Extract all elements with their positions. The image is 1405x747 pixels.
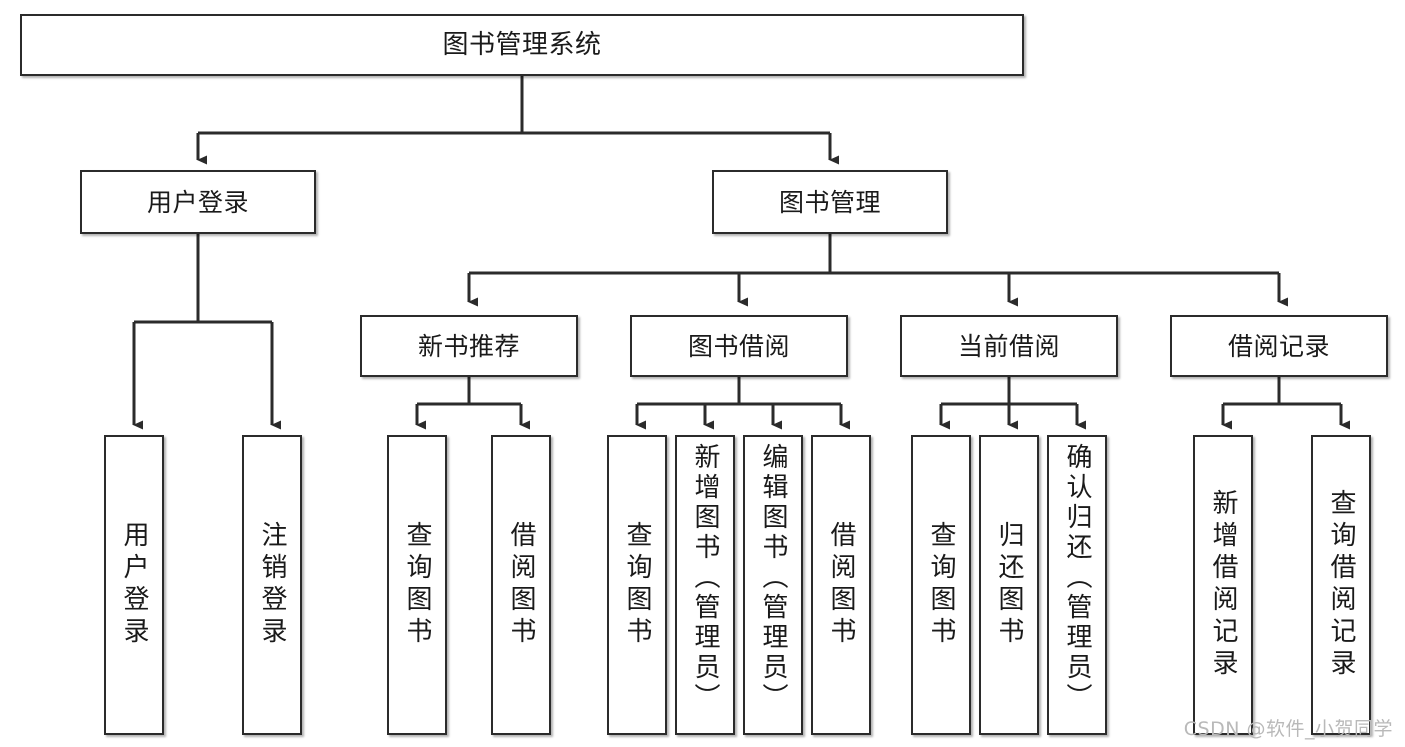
node-label: 图书借阅 [687,331,790,361]
node-root-system[interactable]: 图书管理系统 [20,14,1024,76]
leaf-query-book-3[interactable]: 查询图书 [911,435,971,735]
node-book-borrow[interactable]: 图书借阅 [630,315,848,377]
node-label: 归还图书 [994,521,1024,649]
node-current-borrow[interactable]: 当前借阅 [900,315,1118,377]
node-label: 新增借阅记录 [1208,489,1238,681]
node-borrow-record[interactable]: 借阅记录 [1170,315,1388,377]
node-label: 新书推荐 [417,331,520,361]
node-label: 查询借阅记录 [1326,489,1356,681]
leaf-edit-book[interactable]: 编辑图书（管理员） [743,435,803,735]
leaf-logout-login[interactable]: 注销登录 [242,435,302,735]
node-label: 借阅记录 [1227,331,1330,361]
leaf-confirm-return[interactable]: 确认归还（管理员） [1047,435,1107,735]
node-label: 借阅图书 [826,521,856,649]
leaf-user-login[interactable]: 用户登录 [104,435,164,735]
node-label: 新增图书（管理员） [690,443,720,713]
node-label: 用户登录 [119,521,149,649]
node-label: 确认归还（管理员） [1062,443,1092,713]
node-label: 借阅图书 [506,521,536,649]
node-label: 查询图书 [926,521,956,649]
node-label: 查询图书 [402,521,432,649]
node-user-login[interactable]: 用户登录 [80,170,316,234]
node-label: 注销登录 [257,521,287,649]
node-label: 用户登录 [146,187,249,217]
node-label: 编辑图书（管理员） [758,443,788,713]
leaf-query-record[interactable]: 查询借阅记录 [1311,435,1371,735]
leaf-query-book-2[interactable]: 查询图书 [607,435,667,735]
node-new-book-recommend[interactable]: 新书推荐 [360,315,578,377]
leaf-borrow-book-1[interactable]: 借阅图书 [491,435,551,735]
leaf-add-record[interactable]: 新增借阅记录 [1193,435,1253,735]
leaf-query-book-1[interactable]: 查询图书 [387,435,447,735]
leaf-return-book[interactable]: 归还图书 [979,435,1039,735]
leaf-add-book[interactable]: 新增图书（管理员） [675,435,735,735]
node-label: 图书管理系统 [442,29,602,60]
node-book-manage[interactable]: 图书管理 [712,170,948,234]
node-label: 查询图书 [622,521,652,649]
leaf-borrow-book-2[interactable]: 借阅图书 [811,435,871,735]
node-label: 当前借阅 [957,331,1060,361]
node-label: 图书管理 [778,187,881,217]
